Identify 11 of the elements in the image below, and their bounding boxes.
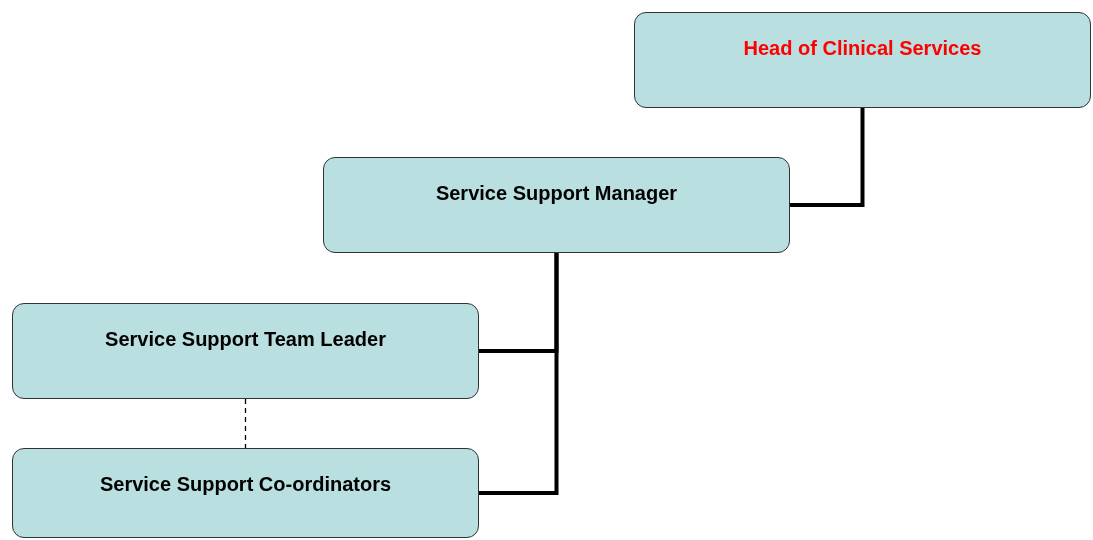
role-title: Head of Clinical Services <box>743 36 982 61</box>
connector-line <box>790 108 865 207</box>
role-title: Service Support Manager <box>435 181 678 206</box>
role-box <box>634 12 1091 108</box>
role-box <box>12 303 479 399</box>
role-box <box>323 157 790 253</box>
role-box <box>12 448 479 538</box>
role-title: Service Support Co-ordinators <box>99 472 392 497</box>
role-title: Service Support Team Leader <box>105 327 386 352</box>
dashed-connector <box>244 398 247 449</box>
connector-line <box>479 253 559 495</box>
